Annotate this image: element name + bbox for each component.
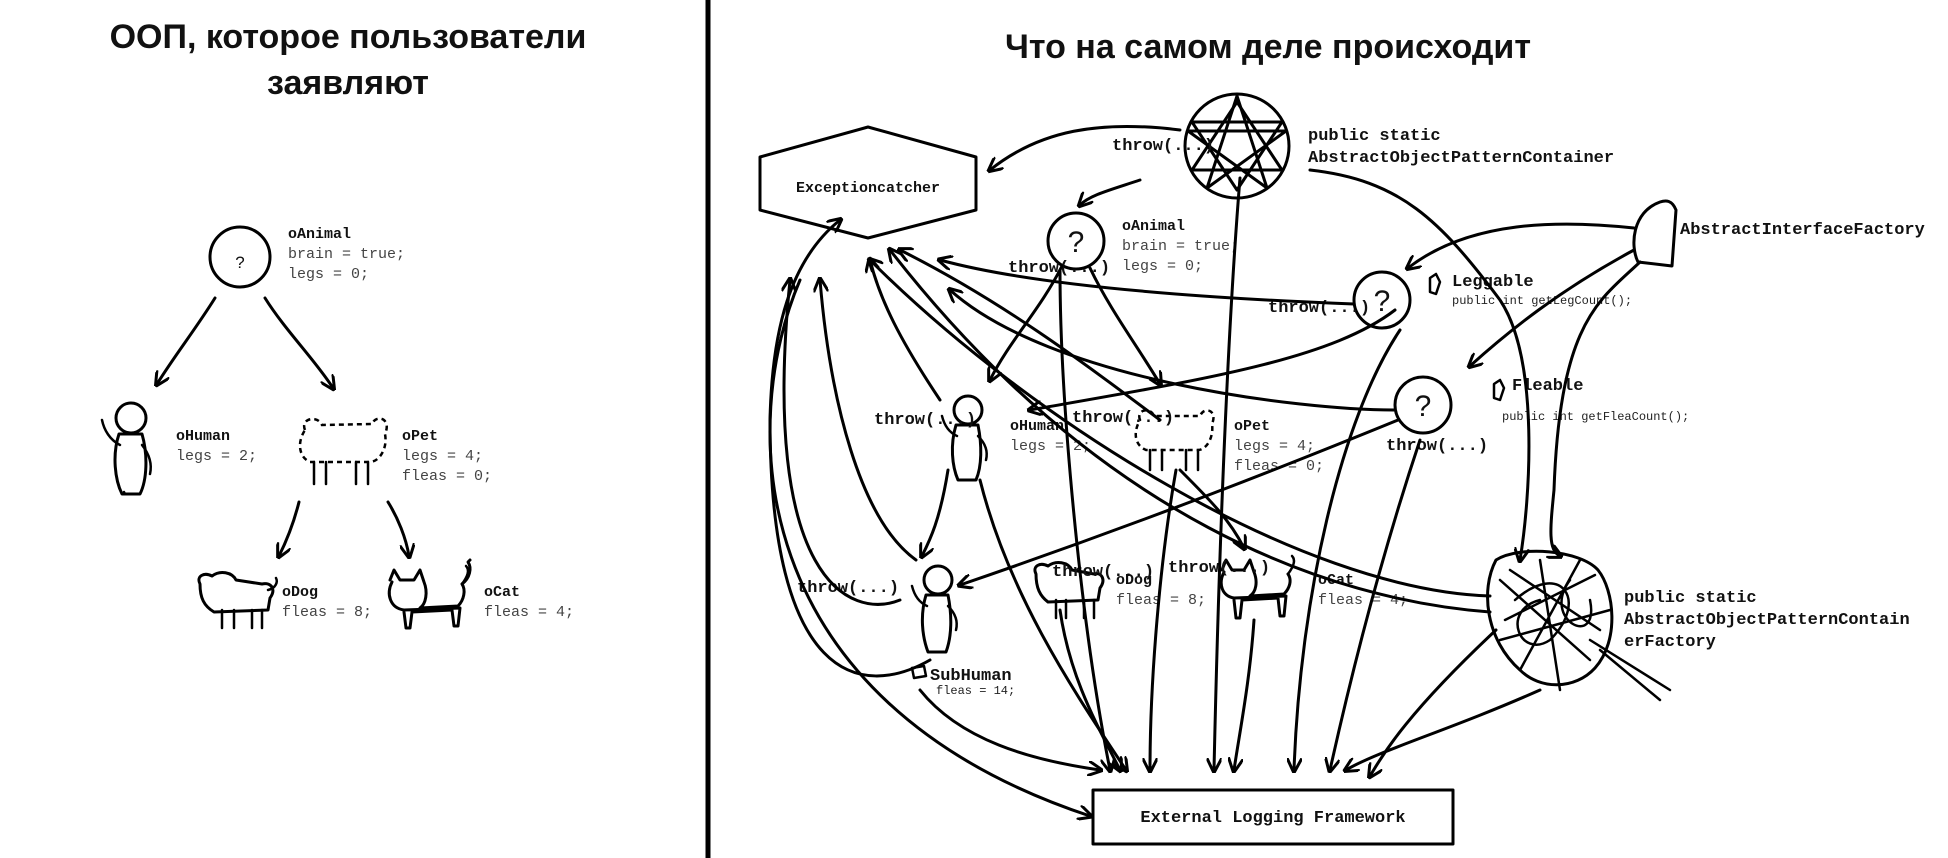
svg-text:?: ? — [1374, 285, 1391, 318]
r-animal-node: ? oAnimal brain = true; legs = 0; — [1046, 211, 1239, 275]
arrow-animal-human — [157, 296, 217, 384]
left-panel: ООП, которое пользователи заявляют ? oAn… — [100, 18, 587, 630]
pet-name: oPet — [402, 428, 438, 445]
question-mark-icon — [208, 225, 272, 289]
svg-text:?: ? — [1415, 390, 1432, 423]
pet-prop-1: legs = 4; — [402, 448, 483, 465]
subhuman-prop-1: fleas = 14; — [936, 684, 1015, 698]
fleable-node: ? Fleable public int getFleaCount(); — [1393, 375, 1689, 435]
throw-label-7: throw(...) — [797, 579, 899, 598]
arrow-pet-dog — [279, 500, 301, 556]
r-pet-name: oPet — [1234, 418, 1270, 435]
cat-name: oCat — [484, 584, 520, 601]
throw-label-4: throw(...) — [874, 411, 976, 430]
animal-prop-1: brain = true; — [288, 246, 405, 263]
right-panel: Что на самом деле происходит Exceptionca… — [758, 28, 1925, 846]
animal-node: ? oAnimal brain = true; legs = 0; — [208, 225, 405, 289]
r-animal-prop-1: brain = true; — [1122, 238, 1239, 255]
cat-figure-icon — [387, 558, 472, 630]
dog-figure-icon — [197, 571, 278, 630]
human-figure-icon — [100, 401, 152, 496]
throw-label-1: throw(...) — [1112, 137, 1214, 156]
arrow-animal-pet — [263, 296, 333, 388]
r-animal-name: oAnimal — [1122, 218, 1185, 235]
pet-figure-icon — [298, 417, 388, 486]
svg-text:?: ? — [235, 253, 244, 272]
container-factory-line1: public static — [1624, 589, 1757, 608]
animal-prop-2: legs = 0; — [288, 266, 369, 283]
r-cat-prop-1: fleas = 4; — [1318, 592, 1408, 609]
r-dog-name: oDog — [1116, 572, 1152, 589]
pet-prop-2: fleas = 0; — [402, 468, 492, 485]
r-animal-prop-2: legs = 0; — [1122, 258, 1203, 275]
leggable-name: Leggable — [1452, 273, 1534, 292]
human-name: oHuman — [176, 428, 230, 445]
container-factory-line3: erFactory — [1624, 633, 1716, 652]
r-cat-figure-icon — [1219, 554, 1296, 620]
leggable-node: ? Leggable public int getLegCount(); — [1352, 270, 1632, 330]
fleable-name: Fleable — [1512, 377, 1583, 396]
left-title-line2: заявляют — [267, 64, 429, 102]
subhuman-figure-icon — [910, 564, 958, 654]
container-factory-line2: AbstractObjectPatternContain — [1624, 611, 1910, 630]
throw-label-6: throw(...) — [1386, 437, 1488, 456]
cat-prop-1: fleas = 4; — [484, 604, 574, 621]
animal-name: oAnimal — [288, 226, 351, 243]
svg-text:?: ? — [1068, 226, 1085, 259]
star-container-icon — [1183, 92, 1291, 200]
dog-prop-1: fleas = 8; — [282, 604, 372, 621]
right-title: Что на самом деле происходит — [1005, 28, 1531, 66]
exceptioncatcher-box — [758, 125, 978, 240]
throw-label-8: throw(...) — [1052, 563, 1154, 582]
r-dog-prop-1: fleas = 8; — [1116, 592, 1206, 609]
fleable-method: public int getFleaCount(); — [1502, 410, 1689, 424]
r-human-name: oHuman — [1010, 418, 1064, 435]
r-human-figure-icon — [940, 394, 988, 482]
tangled-arrows — [768, 124, 1642, 816]
r-human-prop-1: legs = 2; — [1010, 438, 1091, 455]
dog-name: oDog — [282, 584, 318, 601]
exceptioncatcher-label: Exceptioncatcher — [796, 180, 940, 197]
r-pet-prop-1: legs = 4; — [1234, 438, 1315, 455]
logging-box — [1091, 788, 1455, 846]
container-line1: public static — [1308, 127, 1441, 146]
r-pet-figure-icon — [1134, 408, 1215, 472]
container-line2: AbstractObjectPatternContainer — [1308, 149, 1614, 168]
logging-label: External Logging Framework — [1140, 809, 1405, 828]
throw-label-5: throw(...) — [1072, 409, 1174, 428]
interface-factory-label: AbstractInterfaceFactory — [1680, 221, 1925, 240]
human-prop-1: legs = 2; — [176, 448, 257, 465]
left-title-line1: ООП, которое пользователи — [110, 18, 587, 56]
subhuman-name: SubHuman — [930, 667, 1012, 686]
arrow-pet-cat — [386, 500, 409, 556]
throw-label-2: throw(...) — [1008, 259, 1110, 278]
interface-factory-blob — [1632, 199, 1678, 268]
